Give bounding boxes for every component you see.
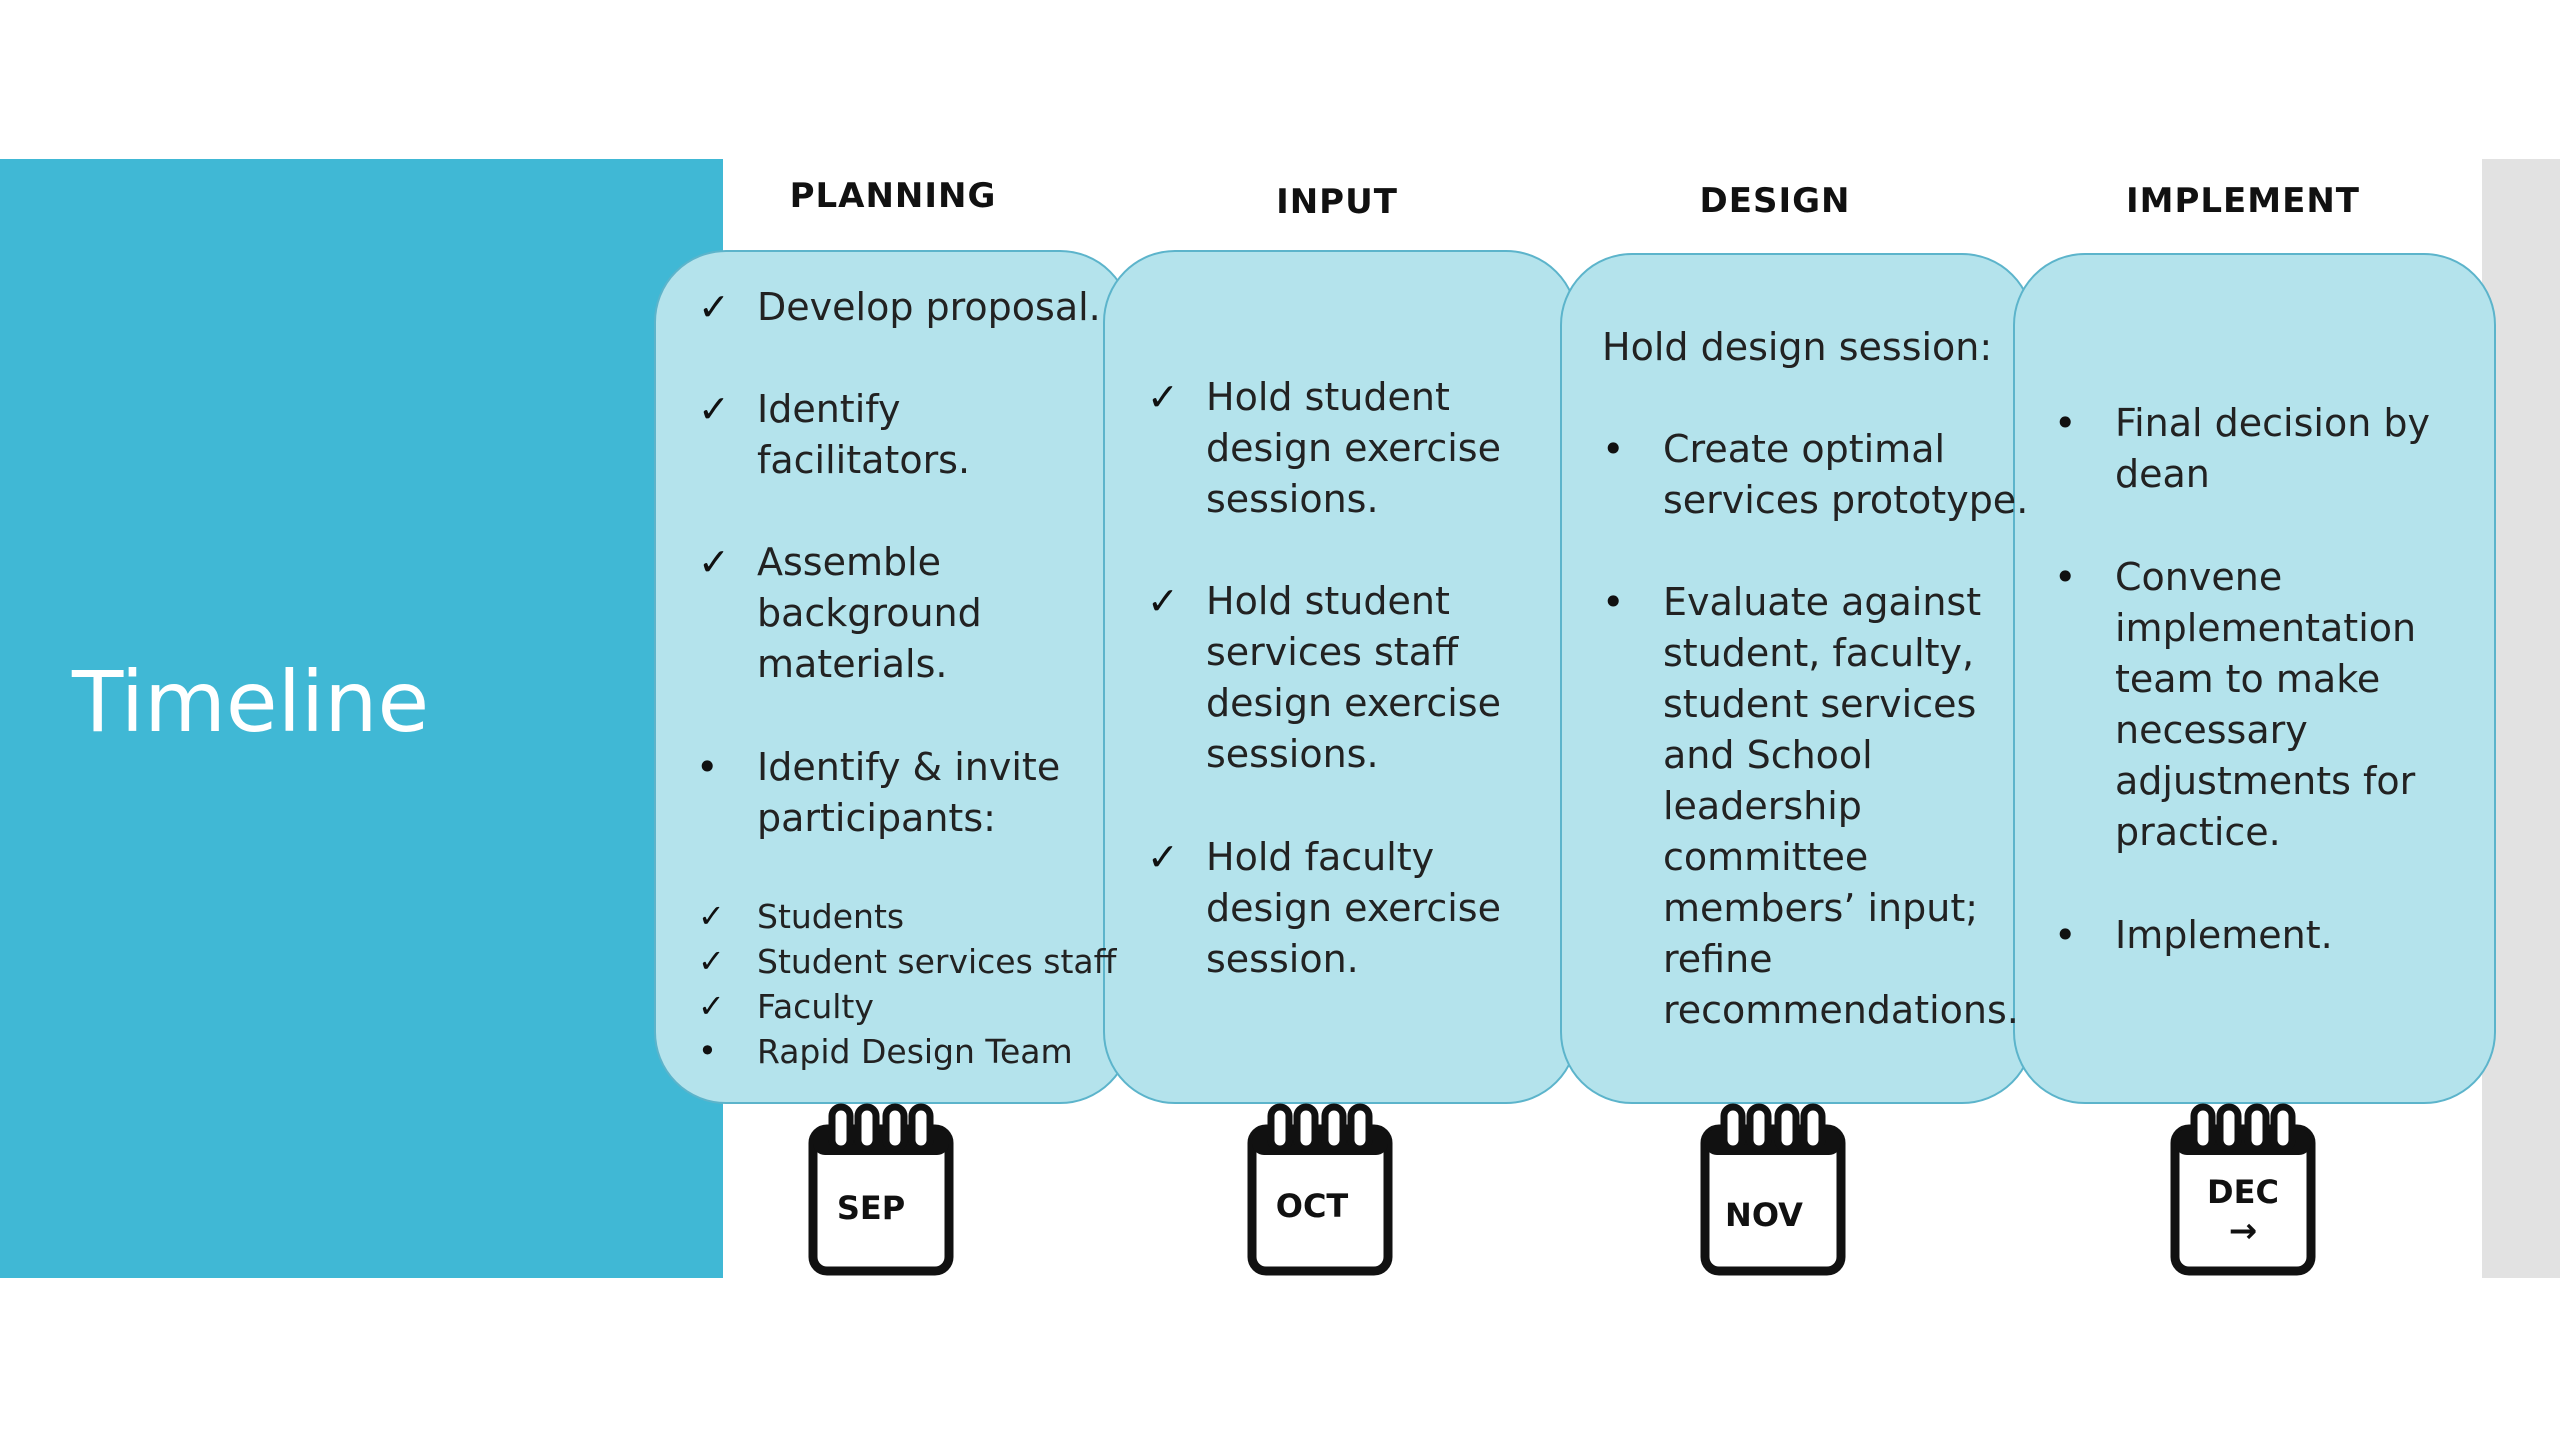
planning-item-assemble-line3: materials. <box>757 642 948 686</box>
participant-students: Students <box>757 897 905 936</box>
input-item-b-line1: Hold student <box>1206 579 1450 623</box>
participant-staff: Student services staff <box>757 942 1117 981</box>
planning-item-develop: Develop proposal. <box>757 285 1101 329</box>
input-item-a-line3: sessions. <box>1206 477 1379 521</box>
arrow-right-icon: → <box>2228 1211 2258 1251</box>
check-icon: ✓ <box>1147 579 1179 623</box>
design-item-b-line2: student, faculty, <box>1663 631 1975 675</box>
input-item-b-line3: design exercise <box>1206 681 1501 725</box>
design-item-b-line3: student services <box>1663 682 1977 726</box>
implement-item-b-line4: necessary <box>2115 708 2308 752</box>
implement-item-b-line3: team to make <box>2115 657 2381 701</box>
design-intro: Hold design session: <box>1602 325 1993 369</box>
design-item-b-line8: refine <box>1663 937 1773 981</box>
check-icon: ✓ <box>698 942 725 980</box>
calendar-month-dec: DEC <box>2207 1173 2279 1211</box>
calendar-month-nov: NOV <box>1725 1196 1803 1234</box>
design-item-b-line4: and School <box>1663 733 1873 777</box>
implement-item-a-line2: dean <box>2115 452 2210 496</box>
check-icon: ✓ <box>1147 835 1179 879</box>
participant-faculty: Faculty <box>757 987 874 1026</box>
design-item-b-line5: leadership <box>1663 784 1862 828</box>
implement-item-b-line1: Convene <box>2115 555 2283 599</box>
check-icon: ✓ <box>698 540 730 584</box>
calendar-month-oct: OCT <box>1275 1187 1349 1225</box>
input-item-c-line1: Hold faculty <box>1206 835 1435 879</box>
participant-rapid-design-team: Rapid Design Team <box>757 1032 1073 1071</box>
design-item-b-line1: Evaluate against <box>1663 580 1982 624</box>
phase-box-planning <box>654 250 1132 1104</box>
design-item-b-line7: members’ input; <box>1663 886 1979 930</box>
bullet-icon: • <box>696 745 719 789</box>
check-icon: ✓ <box>698 987 725 1025</box>
phase-header-implement: IMPLEMENT <box>2125 181 2360 221</box>
implement-item-b-line6: practice. <box>2115 810 2281 854</box>
bullet-icon: • <box>2054 555 2077 599</box>
phase-header-input: INPUT <box>1276 182 1398 222</box>
calendar-icon: DEC → <box>2170 1103 2316 1278</box>
phase-header-planning: PLANNING <box>789 176 997 216</box>
check-icon: ✓ <box>698 897 725 935</box>
planning-item-invite-line2: participants: <box>757 796 996 840</box>
check-icon: ✓ <box>698 285 730 329</box>
calendar-icon: OCT <box>1247 1103 1393 1278</box>
planning-item-invite-line1: Identify & invite <box>757 745 1061 789</box>
calendar-icon: NOV <box>1700 1103 1846 1278</box>
design-item-a-line1: Create optimal <box>1663 427 1946 471</box>
bullet-icon: • <box>1602 580 1625 624</box>
bullet-icon: • <box>1602 427 1625 471</box>
input-item-b-line4: sessions. <box>1206 732 1379 776</box>
bullet-icon: • <box>2054 401 2077 445</box>
planning-item-identify-line2: facilitators. <box>757 438 971 482</box>
calendar-icon: SEP <box>808 1103 954 1278</box>
phase-box-design <box>1560 253 2034 1104</box>
input-item-c-line2: design exercise <box>1206 886 1501 930</box>
title-panel <box>0 159 723 1278</box>
planning-item-assemble-line2: background <box>757 591 982 635</box>
check-icon: ✓ <box>1147 375 1179 419</box>
design-item-b-line6: committee <box>1663 835 1869 879</box>
phase-header-design: DESIGN <box>1699 181 1851 221</box>
check-icon: ✓ <box>698 387 730 431</box>
implement-item-a-line1: Final decision by <box>2115 401 2430 445</box>
slide-title: Timeline <box>72 653 430 751</box>
input-item-b-line2: services staff <box>1206 630 1459 674</box>
input-item-a-line1: Hold student <box>1206 375 1450 419</box>
design-item-b-line9: recommendations. <box>1663 988 2019 1032</box>
implement-item-b-line2: implementation <box>2115 606 2417 650</box>
implement-item-b-line5: adjustments for <box>2115 759 2416 803</box>
bullet-icon: • <box>2054 913 2077 957</box>
phase-box-implement <box>2013 253 2496 1104</box>
input-item-a-line2: design exercise <box>1206 426 1501 470</box>
implement-item-c-line1: Implement. <box>2115 913 2333 957</box>
input-item-c-line3: session. <box>1206 937 1359 981</box>
calendar-month-sep: SEP <box>836 1189 906 1227</box>
planning-item-assemble-line1: Assemble <box>757 540 942 584</box>
design-item-a-line2: services prototype. <box>1663 478 2029 522</box>
bullet-icon: • <box>698 1032 717 1070</box>
planning-item-identify-line1: Identify <box>757 387 901 431</box>
